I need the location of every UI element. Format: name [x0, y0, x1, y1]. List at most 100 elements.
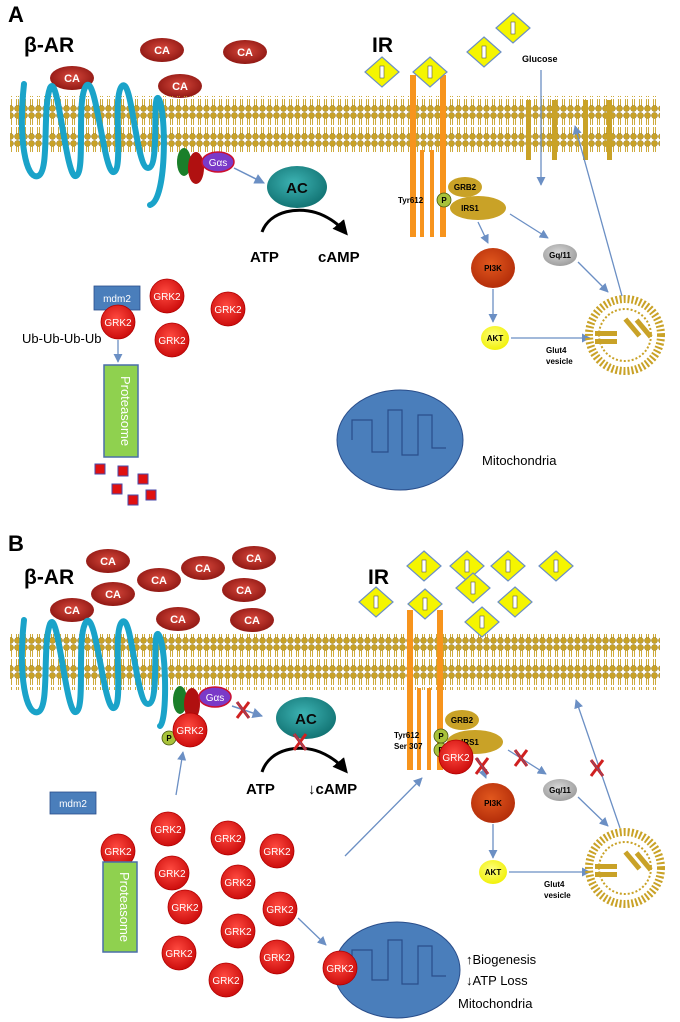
tyr-label: Tyr612 [398, 196, 424, 205]
biogenesis-label: ↑Biogenesis [466, 952, 537, 967]
glut-channel [526, 100, 531, 160]
p-label: P [166, 734, 172, 743]
ser-label: Ser 307 [394, 742, 423, 751]
grk2-label: GRK2 [171, 903, 199, 914]
akt-label: AKT [487, 334, 504, 343]
grb2-label: GRB2 [451, 716, 474, 725]
grk2-protein: GRK2 [100, 833, 136, 869]
ca-label: CA [195, 563, 211, 575]
p-label: P [441, 196, 447, 205]
pi3k-protein [471, 248, 515, 288]
arrow-gq-to-glut4 [577, 261, 609, 293]
glut4-label-line1: Glut4 [546, 346, 567, 355]
grk2-protein: GRK2 [100, 304, 136, 340]
g-gamma-subunit [188, 152, 204, 184]
phospho-group [436, 192, 452, 208]
ac-label: AC [286, 180, 308, 197]
ca-label: CA [237, 47, 253, 59]
camp-label: ↓cAMP [308, 781, 357, 798]
ir-chain [420, 150, 424, 237]
mitochondria-label: Mitochondria [458, 996, 533, 1011]
grk2-label: GRK2 [224, 927, 252, 938]
g-alpha-subunit [198, 686, 232, 708]
grk2-label: GRK2 [104, 318, 132, 329]
akt-protein [481, 326, 509, 350]
ca-molecule: CA [158, 74, 202, 98]
ca-molecule: CA [137, 568, 181, 592]
grb2-protein [448, 177, 482, 197]
ca-label: CA [246, 553, 262, 565]
glucose-molecule [497, 586, 533, 618]
ca-molecule: CA [140, 38, 184, 62]
glucose-molecule [358, 586, 394, 618]
glut4-label-line1: Glut4 [544, 880, 565, 889]
gq11-protein [543, 244, 577, 266]
grk2-protein: GRK2 [220, 913, 256, 949]
glut4-vesicle [585, 828, 665, 908]
grk2-label: GRK2 [263, 953, 291, 964]
mitochondrion [333, 921, 461, 1019]
glucose-molecule [406, 550, 442, 582]
grk2-protein: GRK2 [438, 739, 474, 775]
arrow-irs-to-pi3k [477, 221, 489, 244]
grk2-label: GRK2 [442, 753, 470, 764]
ir-chain [410, 75, 416, 237]
grk2-label: GRK2 [176, 726, 204, 737]
grk2-label: GRK2 [158, 336, 186, 347]
g-beta-subunit [173, 686, 187, 714]
grk2-label: GRK2 [104, 847, 132, 858]
grk2-label: GRK2 [158, 869, 186, 880]
grk2-protein: GRK2 [220, 864, 256, 900]
panel-b: B β-AR CA CA CA CA CA CA CA CA CA Gαs P … [8, 531, 665, 1019]
peptide-fragment [127, 494, 139, 506]
arrow-irs-to-gq [509, 213, 549, 239]
camp-label: cAMP [318, 249, 360, 266]
proteasome-box [103, 364, 139, 458]
inhibition-x [513, 748, 529, 768]
ac-label: AC [295, 711, 317, 728]
glucose-molecule [466, 36, 502, 68]
ir-chain [427, 688, 431, 770]
irs1-protein [450, 196, 506, 220]
pi3k-label: PI3K [484, 799, 502, 808]
atp-label: ATP [250, 249, 279, 266]
ca-molecule: CA [86, 549, 130, 573]
glut-channel [583, 100, 588, 160]
panel-letter: B [8, 531, 24, 556]
arrow-grk2-to-mitochondria [297, 917, 327, 946]
grk2-label: GRK2 [224, 878, 252, 889]
panel-a: A β-AR CA CA CA CA Gαs AC ATP cAMP IR [8, 2, 665, 506]
grk2-protein: GRK2 [259, 833, 295, 869]
ir-chain [417, 688, 421, 770]
proteasome-label: Proteasome [118, 376, 133, 446]
arrow-glut4-to-membrane [572, 125, 623, 297]
grk2-protein: GRK2 [208, 962, 244, 998]
ca-label: CA [100, 556, 116, 568]
grk2-label: GRK2 [263, 847, 291, 858]
ca-label: CA [244, 615, 260, 627]
ir-label: IR [368, 566, 389, 589]
proteasome-box [102, 861, 138, 953]
arrow-g-to-ac [233, 167, 265, 184]
arrow-grk2-to-receptor [175, 751, 187, 796]
g-gamma-subunit [184, 688, 200, 720]
irs1-label: IRS1 [461, 738, 479, 747]
p-label: P [438, 732, 444, 741]
grk2-protein: GRK2 [150, 811, 186, 847]
grb2-label: GRB2 [454, 183, 477, 192]
grk2-protein: GRK2 [262, 891, 298, 927]
beta-ar-label: β-AR [24, 566, 74, 589]
ca-molecule: CA [230, 608, 274, 632]
grk2-label: GRK2 [326, 964, 354, 975]
ca-molecule: CA [156, 607, 200, 631]
beta-ar-receptor [19, 81, 167, 208]
g-beta-subunit [177, 148, 191, 176]
glucose-label: Glucose [522, 54, 558, 64]
adenylyl-cyclase [267, 166, 327, 208]
gq11-protein [543, 779, 577, 801]
akt-label: AKT [485, 868, 502, 877]
inhibition-x [474, 756, 490, 776]
ca-label: CA [172, 81, 188, 93]
grk2-protein: GRK2 [154, 322, 190, 358]
